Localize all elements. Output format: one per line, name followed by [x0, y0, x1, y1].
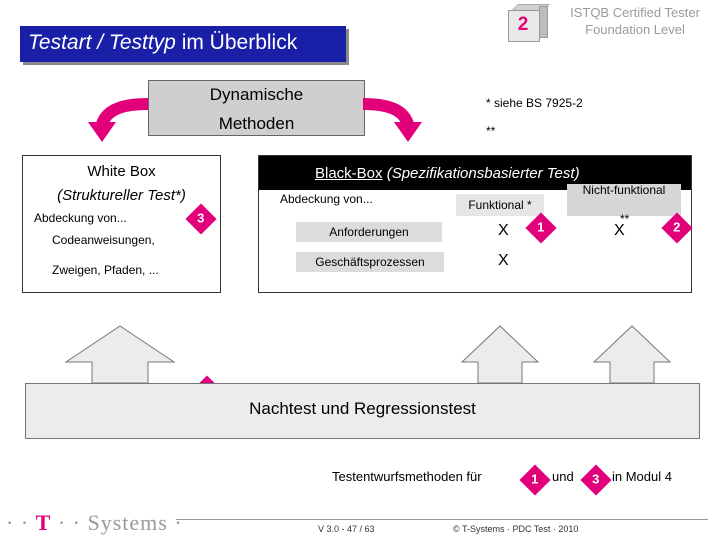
t-systems-logo: · · T · · Systems ·	[6, 510, 183, 535]
dynamic-methods-line1: Dynamische	[209, 85, 304, 104]
retest-box	[25, 383, 700, 439]
footnote-double-star: **	[486, 124, 496, 138]
left-curved-arrow	[96, 98, 149, 127]
white-box-subtitle: (Struktureller Test*)	[57, 187, 186, 204]
white-box-coverage-label: Abdeckung von...	[34, 211, 127, 225]
white-box-title: White Box	[87, 163, 156, 180]
footer-divider	[176, 519, 708, 520]
chapter-cube-icon	[508, 10, 540, 42]
mark-requirements-nonfunctional: X	[614, 222, 625, 239]
footer-copyright: © T-Systems · PDC Test · 2010	[453, 524, 579, 534]
up-arrow-right	[592, 325, 672, 384]
design-methods-module: in Modul 4	[612, 469, 672, 484]
footnote-bs7925: * siehe BS 7925-2	[486, 96, 583, 110]
business-processes-chip: Geschäftsprozessen	[296, 252, 444, 272]
dynamic-methods-label: Dynamische Methoden	[148, 80, 365, 138]
right-arrowhead	[394, 122, 422, 142]
mark-requirements-functional: X	[498, 222, 509, 239]
non-functional-cell	[567, 184, 681, 216]
functional-cell	[456, 194, 544, 216]
dynamic-methods-line2: Methoden	[218, 114, 295, 133]
design-methods-and: und	[552, 469, 574, 484]
certificate-label: ISTQB Certified Tester Foundation Level	[555, 4, 715, 38]
up-arrow-left	[64, 325, 176, 384]
left-arrowhead	[88, 122, 116, 142]
white-box-panel	[22, 155, 221, 293]
dynamic-methods-box	[148, 80, 365, 136]
up-arrow-middle	[460, 325, 540, 384]
mark-business-functional: X	[498, 252, 509, 269]
functional-label: Funktional *	[468, 198, 532, 212]
non-functional-footnote-mark: **	[620, 212, 630, 226]
non-functional-label: Nicht-funktional	[582, 183, 666, 197]
footer-version: V 3.0 - 47 / 63	[318, 524, 375, 534]
white-box-item-statements: Codeanweisungen,	[52, 233, 155, 247]
white-box-item-branches: Zweigen, Pfaden, ...	[52, 263, 159, 277]
certificate-line2: Foundation Level	[585, 22, 685, 37]
black-box-coverage-label: Abdeckung von...	[280, 192, 373, 206]
right-curved-arrow	[362, 98, 414, 127]
certificate-line1: ISTQB Certified Tester	[570, 5, 700, 20]
retest-label: Nachtest und Regressionstest	[249, 399, 476, 418]
title-banner	[20, 26, 346, 62]
requirements-chip: Anforderungen	[296, 222, 442, 242]
design-methods-text: Testentwurfsmethoden für	[332, 469, 482, 484]
black-box-title: Black-Box (Spezifikationsbasierter Test)	[315, 165, 580, 182]
chapter-number: 2	[517, 14, 529, 35]
page-title: Testart / Testtyp im Überblick	[28, 31, 298, 54]
